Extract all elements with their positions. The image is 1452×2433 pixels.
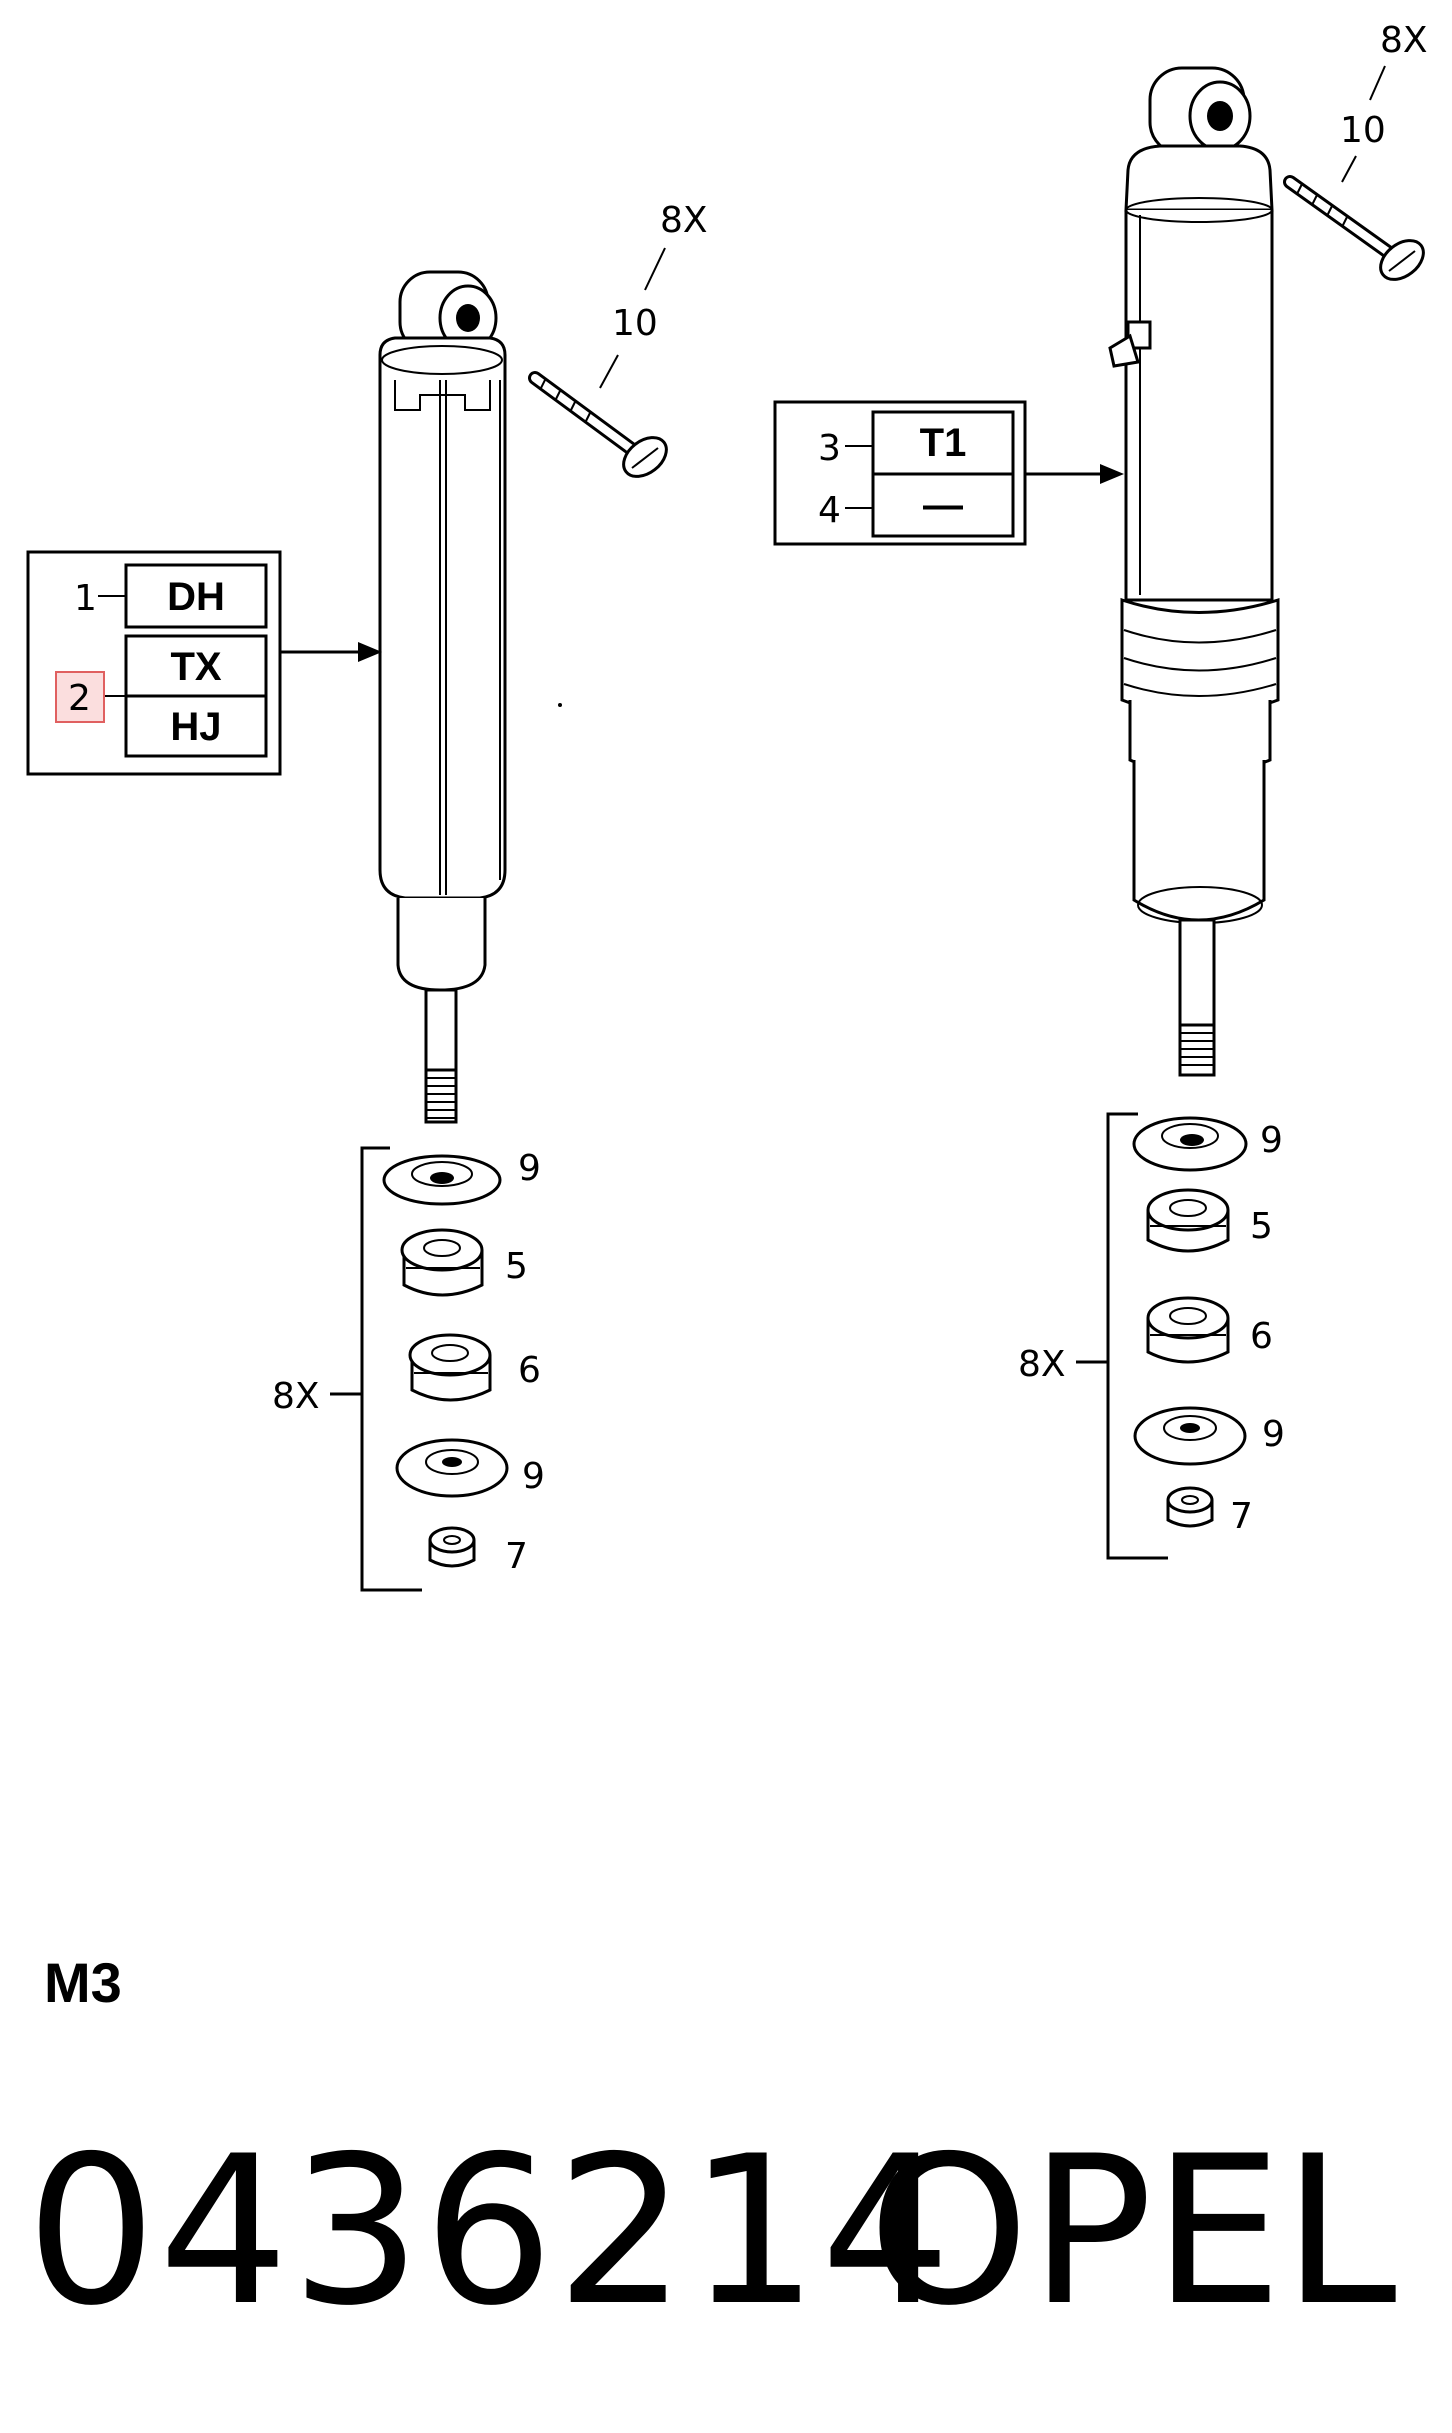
left-part-7: 7 bbox=[505, 1536, 528, 1577]
left-code-hj: HJ bbox=[170, 705, 221, 749]
section-code: M3 bbox=[44, 1951, 122, 2014]
right-kit-qty: 8X bbox=[1018, 1344, 1066, 1385]
left-part-5: 5 bbox=[505, 1246, 528, 1287]
right-bolt-callout: 10 bbox=[1340, 110, 1386, 151]
left-bushing-5 bbox=[400, 1228, 484, 1297]
right-nut-7 bbox=[1166, 1486, 1214, 1528]
left-kit-bracket: 8X bbox=[272, 1146, 422, 1592]
right-mounting-bolt bbox=[1283, 175, 1425, 281]
right-part-9-bottom: 9 bbox=[1262, 1414, 1285, 1455]
right-shock-valve bbox=[1108, 320, 1152, 368]
left-code-tx: TX bbox=[170, 645, 221, 689]
right-callout-4: 4 bbox=[818, 490, 841, 531]
right-kit-bracket: 8X bbox=[1018, 1112, 1168, 1560]
left-washer-bottom bbox=[395, 1438, 509, 1498]
left-bolt-callout: 10 bbox=[612, 303, 658, 344]
left-shock-top-eye bbox=[398, 270, 498, 354]
right-rod-thread bbox=[1180, 1032, 1214, 1066]
right-part-9-top: 9 bbox=[1260, 1120, 1283, 1161]
brand-name: OPEL bbox=[868, 2113, 1397, 2351]
left-pointer-arrow bbox=[280, 642, 382, 662]
right-code-box: 3 4 T1 — bbox=[773, 400, 1027, 546]
left-code-box: 1 2 DH TX HJ bbox=[26, 550, 282, 776]
left-rod-thread bbox=[426, 1077, 456, 1119]
left-part-9-top: 9 bbox=[518, 1148, 541, 1189]
right-bushing-6 bbox=[1146, 1296, 1230, 1364]
right-callout-3: 3 bbox=[818, 428, 841, 469]
left-part-9-bottom: 9 bbox=[522, 1456, 545, 1497]
right-code-t1: T1 bbox=[920, 421, 967, 465]
left-callout-1: 1 bbox=[74, 578, 97, 619]
right-bolt-qty: 8X bbox=[1380, 20, 1428, 61]
callout-2-highlight[interactable] bbox=[55, 671, 105, 723]
right-code-dash: — bbox=[923, 483, 963, 527]
right-shock-absorber bbox=[1108, 66, 1280, 1077]
left-mounting-bolt bbox=[528, 371, 668, 478]
right-bolt-callout-leader bbox=[1341, 155, 1357, 183]
right-bolt-qty-leader bbox=[1369, 65, 1386, 101]
left-bushing-6 bbox=[408, 1333, 492, 1402]
left-bolt-callout-leader bbox=[599, 354, 619, 389]
left-callout-2: 2 bbox=[68, 678, 91, 719]
left-bolt-qty: 8X bbox=[660, 200, 708, 241]
left-nut-7 bbox=[428, 1526, 476, 1568]
right-part-5: 5 bbox=[1250, 1206, 1273, 1247]
right-part-6: 6 bbox=[1250, 1316, 1273, 1357]
part-number: 0436214 bbox=[26, 2113, 953, 2351]
left-kit-qty: 8X bbox=[272, 1376, 320, 1417]
left-shock-absorber bbox=[378, 270, 562, 1124]
left-code-dh: DH bbox=[167, 575, 225, 619]
right-washer-top bbox=[1132, 1116, 1248, 1172]
right-shock-top-eye bbox=[1148, 66, 1252, 156]
left-bolt-qty-leader bbox=[644, 247, 666, 291]
left-part-6: 6 bbox=[518, 1350, 541, 1391]
right-washer-bottom bbox=[1133, 1406, 1247, 1466]
right-part-7: 7 bbox=[1230, 1496, 1253, 1537]
right-bushing-5 bbox=[1146, 1188, 1230, 1253]
right-pointer-arrow bbox=[1025, 464, 1124, 484]
left-washer-top bbox=[382, 1154, 502, 1206]
